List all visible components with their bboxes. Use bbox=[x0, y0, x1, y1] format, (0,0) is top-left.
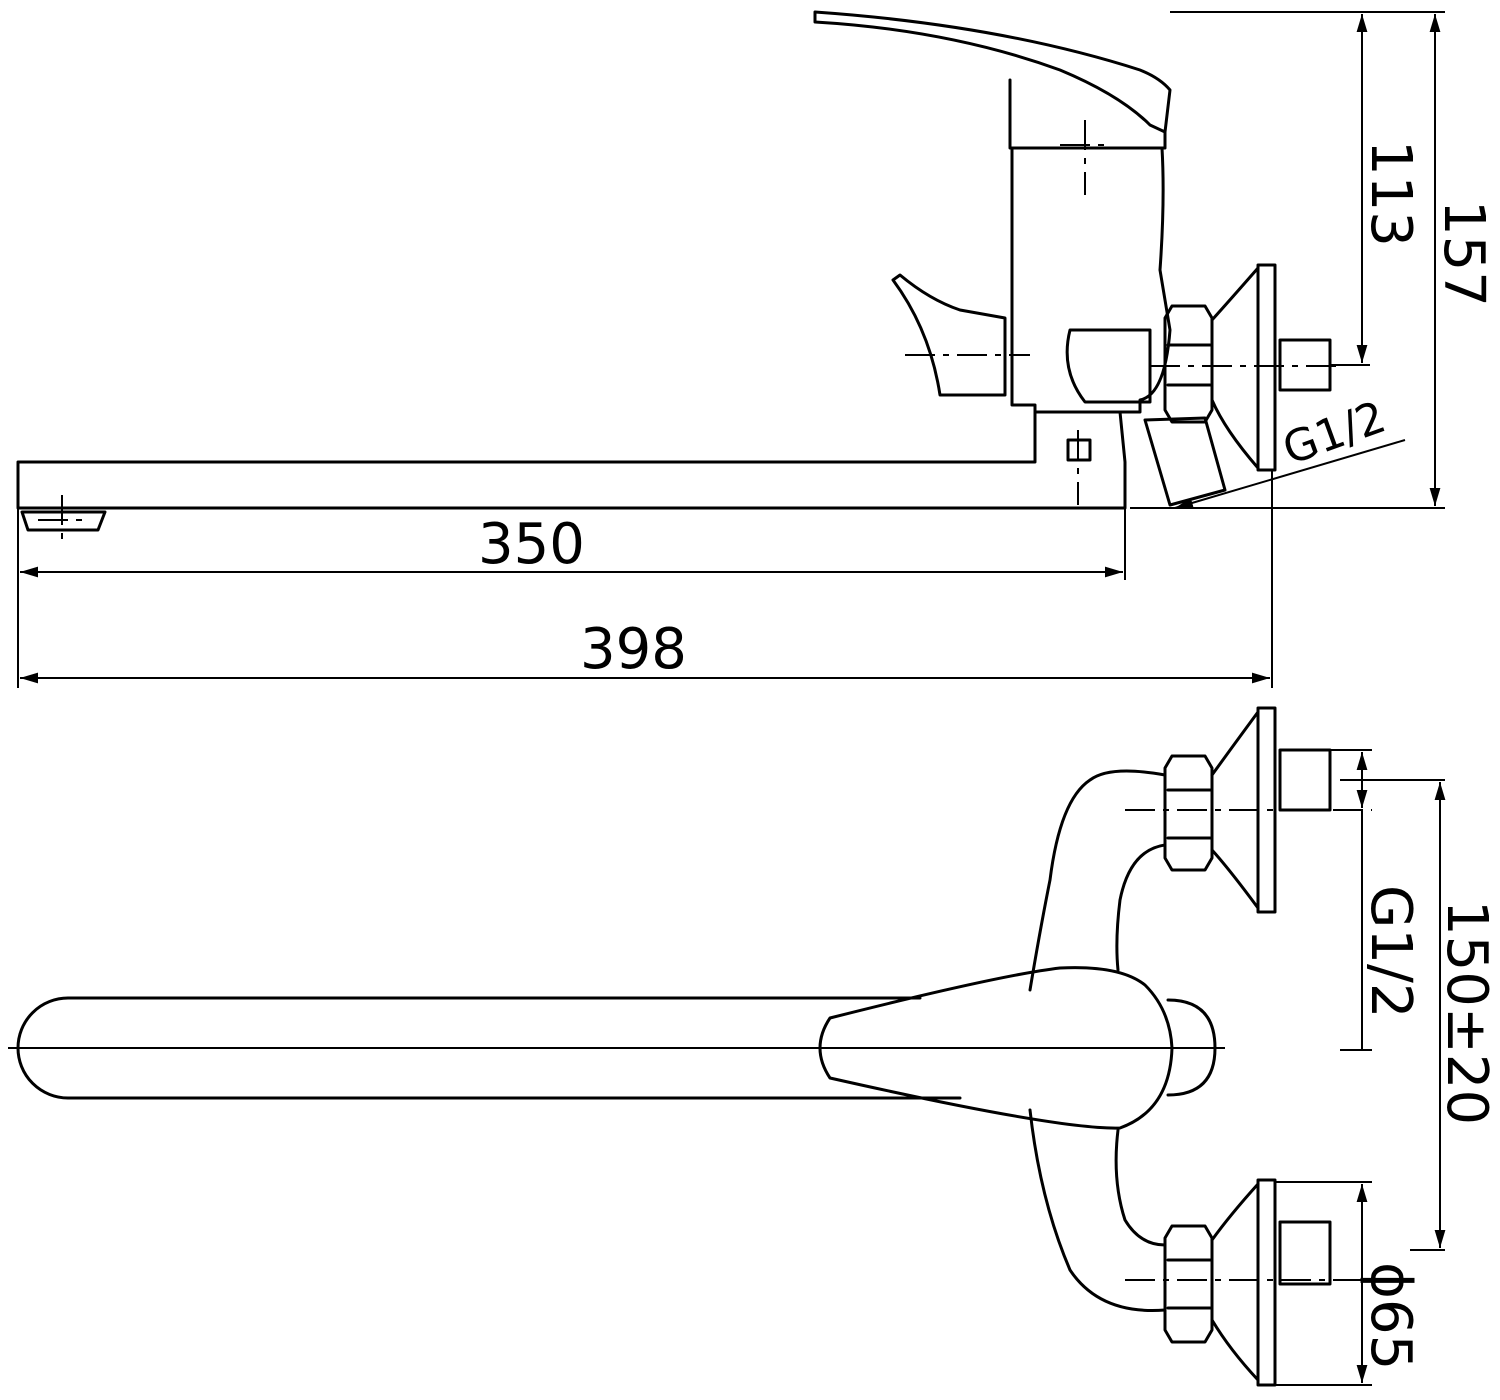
aerator bbox=[20, 510, 107, 532]
diverter-knob bbox=[1065, 328, 1152, 404]
lever-top bbox=[818, 966, 1174, 1130]
dim-65-label: ϕ65 bbox=[1358, 1262, 1423, 1370]
mixer-body-top bbox=[1028, 769, 1167, 1312]
diverter-lever bbox=[891, 273, 1007, 397]
dim-thread-side-label: G1/2 bbox=[1276, 392, 1392, 476]
dim-157-label: 157 bbox=[1431, 200, 1496, 307]
wall-flange-top bbox=[1210, 706, 1277, 914]
side-view: 113 157 G1/2 350 398 bbox=[16, 10, 1496, 688]
handle-neck bbox=[1008, 78, 1167, 150]
dim-thread-top-label: G1/2 bbox=[1358, 885, 1423, 1019]
hex-nut bbox=[1163, 304, 1214, 424]
lever-handle bbox=[813, 10, 1172, 134]
mixer-body bbox=[1010, 146, 1172, 414]
wall-flange bbox=[1210, 263, 1277, 472]
eccentric-connector bbox=[1143, 416, 1227, 507]
dim-350-label: 350 bbox=[478, 512, 585, 577]
top-view: G1/2 150±20 ϕ65 bbox=[8, 706, 1499, 1387]
dim-113-label: 113 bbox=[1358, 140, 1423, 247]
hex-nut-bottom bbox=[1163, 1224, 1214, 1344]
wall-flange-bottom bbox=[1210, 1178, 1277, 1387]
spout bbox=[16, 410, 1127, 510]
dim-398-label: 398 bbox=[580, 617, 687, 682]
inlet-pipe-bottom bbox=[1278, 1220, 1332, 1286]
dim-150-label: 150±20 bbox=[1434, 900, 1499, 1125]
inlet-pipe-top bbox=[1278, 748, 1332, 812]
hex-nut-top bbox=[1163, 754, 1214, 872]
